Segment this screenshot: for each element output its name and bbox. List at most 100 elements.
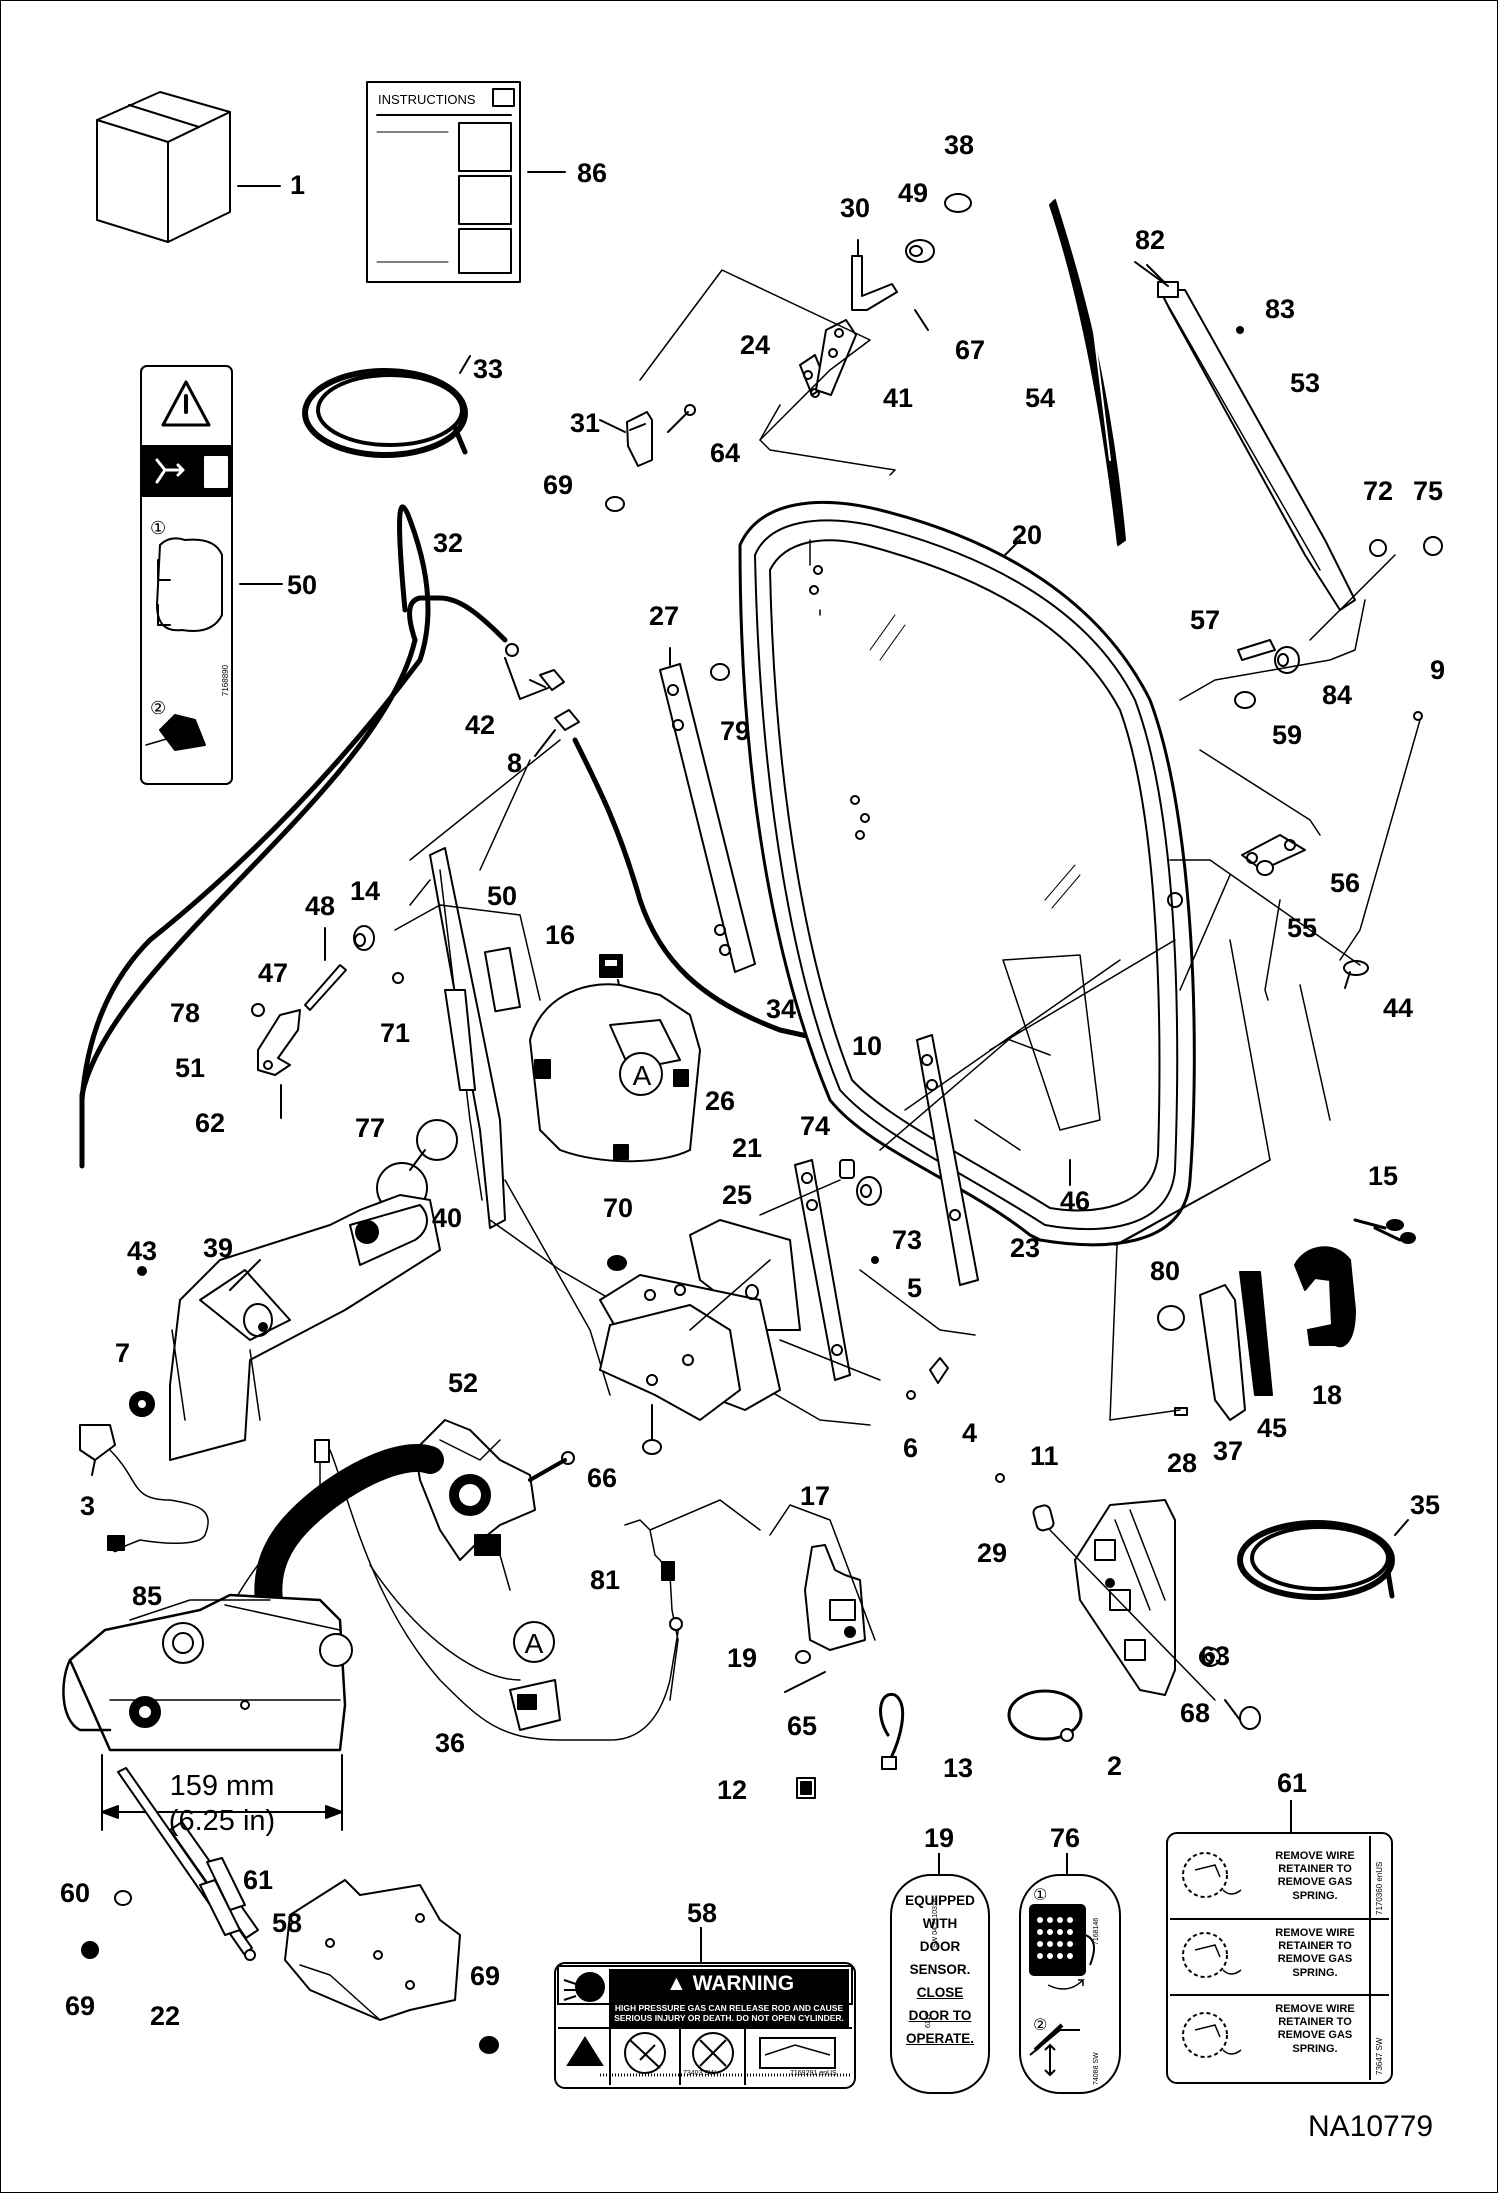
- nut-72: [1369, 539, 1387, 557]
- leader-42: [504, 657, 521, 700]
- bracket-51: [257, 1009, 301, 1076]
- warning-decal-58: [554, 1962, 856, 2089]
- callout-79: 79: [720, 716, 751, 746]
- callout-10: 10: [852, 1031, 883, 1061]
- marker-a-lower: A: [524, 1628, 544, 1659]
- frame-bracket: [394, 847, 871, 1426]
- decal-61-code2: 73647 SW: [1375, 2037, 1384, 2075]
- callout-31: 31: [570, 408, 601, 438]
- callout-76: 76: [1050, 1823, 1081, 1853]
- callout-60: 60: [60, 1878, 91, 1908]
- decal-50-n2: ②: [150, 698, 167, 718]
- cable-32-stroke: [82, 584, 418, 1165]
- callout-46: 46: [1060, 1186, 1091, 1216]
- callout-7: 7: [115, 1338, 131, 1368]
- bolt-67: [914, 309, 929, 331]
- carton-box: [96, 91, 281, 243]
- callout-48: 48: [305, 891, 336, 921]
- washer-63: [1199, 1647, 1221, 1667]
- callout-45: 45: [1257, 1413, 1288, 1443]
- callout-42: 42: [465, 710, 496, 740]
- bolt-66: [642, 1404, 662, 1455]
- callout-68: 68: [1180, 1698, 1211, 1728]
- callout-8: 8: [507, 748, 523, 778]
- callout-58-lower: 58: [272, 1908, 303, 1938]
- plate-56: [1241, 834, 1306, 871]
- switch-16: [599, 954, 623, 978]
- decal-50-n1: ①: [150, 518, 167, 538]
- bushing-73: [856, 1176, 882, 1206]
- housing-26: [529, 983, 701, 1163]
- nut-69-lower: [81, 1941, 99, 1959]
- callout-16: 16: [545, 920, 576, 950]
- callout-35: 35: [1410, 1490, 1441, 1520]
- strip-27: [659, 647, 756, 973]
- callout-65: 65: [787, 1711, 818, 1741]
- figure-id: NA10779: [1308, 2110, 1434, 2143]
- callout-32: 32: [433, 528, 464, 558]
- callout-29: 29: [977, 1538, 1008, 1568]
- decal-19-line1: EQUIPPED: [905, 1893, 975, 1908]
- bracket-58-plate: [284, 1879, 461, 2021]
- callout-27: 27: [649, 601, 680, 631]
- wire-81-connector: [661, 1561, 675, 1581]
- grommet-7: [129, 1391, 155, 1417]
- bolt-64: [667, 404, 696, 433]
- clip-4: [929, 1357, 949, 1384]
- callout-51: 51: [175, 1053, 206, 1083]
- bolt-68: [1224, 1699, 1261, 1730]
- fitting-42: [505, 643, 565, 691]
- decal-19-code: SW 04 7110316: [932, 1898, 939, 1948]
- callout-14: 14: [350, 876, 381, 906]
- wiper-blade-54: [1049, 199, 1126, 546]
- callout-66: 66: [587, 1463, 618, 1493]
- washer-59: [1234, 691, 1256, 709]
- instructions-sheet: [366, 81, 566, 283]
- nut-70: [607, 1255, 627, 1271]
- callout-64: 64: [710, 438, 741, 468]
- callout-59: 59: [1272, 720, 1303, 750]
- leader-rail: [1049, 1529, 1216, 1701]
- latch-17: [769, 1504, 876, 1651]
- harness-36: [509, 1679, 561, 1731]
- cable-32: [79, 504, 431, 1163]
- cable-32-top-path: [407, 595, 508, 643]
- decal-76-code1: 7168146: [1093, 1917, 1100, 1945]
- pin-28: [1174, 1407, 1188, 1416]
- cable-32-upper-rise: [415, 572, 423, 640]
- shaft-57: [1237, 639, 1276, 661]
- callout-4: 4: [962, 1418, 978, 1448]
- callout-1: 1: [290, 170, 306, 200]
- gas-spring-decal-61: [1166, 1832, 1393, 2084]
- cap-80: [1157, 1305, 1185, 1331]
- callout-12: 12: [717, 1775, 748, 1805]
- marker-a-upper: A: [632, 1060, 652, 1091]
- screw-43: [137, 1266, 147, 1276]
- callout-24: 24: [740, 330, 771, 360]
- cable-32-line-top: [415, 610, 423, 640]
- callout-3: 3: [80, 1491, 96, 1521]
- nut-75: [1423, 536, 1443, 556]
- pump-hose: [254, 1444, 444, 1624]
- callout-11: 11: [1030, 1441, 1059, 1471]
- bushing-49: [905, 239, 935, 263]
- cable-34: [572, 737, 873, 1053]
- nut-69: [605, 496, 625, 512]
- mount-bracket: [599, 1304, 741, 1421]
- hinge-leader-lines: [639, 269, 896, 476]
- callout-85: 85: [132, 1581, 163, 1611]
- callout-13: 13: [943, 1753, 974, 1783]
- callout-18: 18: [1312, 1380, 1343, 1410]
- cable-32-up: [415, 596, 420, 640]
- spacer-29: [1032, 1504, 1055, 1532]
- wiper-arm-53: [1146, 264, 1356, 611]
- pump-wire: [369, 1554, 521, 1681]
- hose-coil-33: [302, 355, 471, 458]
- decal-19-line3: DOOR: [919, 1938, 961, 1954]
- callout-61-lower: 61: [243, 1865, 274, 1895]
- callout-37: 37: [1213, 1436, 1244, 1466]
- decal-19-line5: CLOSE: [916, 1984, 964, 2000]
- callout-47: 47: [258, 958, 289, 988]
- callout-34: 34: [766, 994, 797, 1024]
